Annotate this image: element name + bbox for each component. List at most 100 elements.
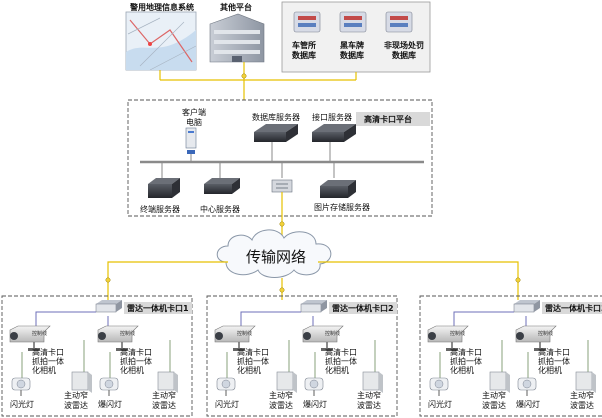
camera-icon <box>214 325 256 351</box>
camera-label-a: 化相机 <box>237 365 261 375</box>
gis-map-icon <box>125 11 197 71</box>
radar-site-1: 控制线 控制线 <box>1 295 193 417</box>
database-icon <box>339 11 367 33</box>
camera-label-b: 高清卡口 <box>325 347 357 357</box>
camera-label-a: 抓拍一体 <box>450 356 482 366</box>
radar-site-2: 控制线 控制线 <box>206 295 398 417</box>
site-box <box>206 295 398 417</box>
control-line-tag: 控制线 <box>538 330 553 337</box>
radar-label: 波雷达 <box>64 400 88 410</box>
camera-label-a: 高清卡口 <box>32 347 64 357</box>
database-icon <box>293 11 321 33</box>
control-line-tag: 控制线 <box>325 330 340 337</box>
strobe-lamp-label: 爆闪灯 <box>303 399 327 409</box>
camera-label-b: 高清卡口 <box>538 347 570 357</box>
if-server-label: 接口服务器 <box>312 112 352 122</box>
radar-label: 波雷达 <box>357 400 381 410</box>
camera-label-b: 化相机 <box>325 365 349 375</box>
camera-label-b: 抓拍一体 <box>325 356 357 366</box>
site-title-bg <box>542 302 602 314</box>
database-server-icon <box>254 124 298 142</box>
link-node <box>241 73 247 79</box>
radar-label: 主动窄 <box>482 390 506 400</box>
platform-title: 高清卡口平台 <box>364 114 412 124</box>
camera-icon <box>9 325 51 351</box>
control-line-tag: 控制线 <box>32 330 47 337</box>
radar-label: 波雷达 <box>152 400 176 410</box>
camera-label-b: 抓拍一体 <box>120 356 152 366</box>
control-line-tag: 控制线 <box>450 330 465 337</box>
cloud-icon <box>216 229 332 278</box>
flash-lamp-icon <box>11 377 31 396</box>
link-node <box>279 221 285 227</box>
control-line-tag: 控制线 <box>237 330 252 337</box>
radar-label: 主动窄 <box>152 390 176 400</box>
center-server-icon <box>204 178 240 194</box>
site-switch-icon <box>300 300 327 313</box>
camera-label-b: 化相机 <box>538 365 562 375</box>
radar-label: 主动窄 <box>269 390 293 400</box>
strobe-lamp-label: 爆闪灯 <box>516 399 540 409</box>
top-links <box>159 62 357 100</box>
radar-icon <box>489 371 510 393</box>
image-storage-server-icon <box>320 180 356 198</box>
client-label-2: 电脑 <box>186 117 202 127</box>
camera-label-b: 高清卡口 <box>120 347 152 357</box>
radar-label: 波雷达 <box>570 400 594 410</box>
db-server-label: 数据库服务器 <box>252 112 300 122</box>
radar-icon <box>362 371 383 393</box>
radar-icon <box>575 371 596 393</box>
camera-label-a: 化相机 <box>32 365 56 375</box>
interface-server-icon <box>312 124 356 142</box>
radar-icon <box>71 371 92 393</box>
radar-site-3: 控制线 控制线 <box>419 295 602 417</box>
client-label-1: 客户端 <box>182 107 206 117</box>
site-title: 雷达一体机卡口3 <box>545 303 602 313</box>
image-server-label: 图片存储服务器 <box>314 202 370 212</box>
flash-lamp-label: 闪光灯 <box>215 399 239 409</box>
platform-box <box>127 99 433 217</box>
flash-lamp-icon <box>216 377 236 396</box>
db2-label-2: 数据库 <box>340 50 364 60</box>
gis-label: 警用地理信息系统 <box>129 2 194 12</box>
site-title-bg <box>329 302 397 314</box>
radar-label: 波雷达 <box>482 400 506 410</box>
site-switch-icon <box>95 300 122 313</box>
site-box <box>1 295 193 417</box>
camera-icon <box>515 325 557 351</box>
sites-group: 控制线控制线雷达一体机卡口1高清卡口抓拍一体化相机高清卡口抓拍一体化相机闪光灯主… <box>1 295 602 417</box>
other-platform-label: 其他平台 <box>220 2 252 12</box>
db3-label-1: 非现场处罚 <box>384 40 424 50</box>
camera-label-a: 抓拍一体 <box>32 356 64 366</box>
site-box <box>419 295 602 417</box>
building-icon <box>209 13 265 63</box>
control-line-tag: 控制线 <box>120 330 135 337</box>
strobe-lamp-label: 爆闪灯 <box>98 399 122 409</box>
link-node <box>105 277 111 283</box>
camera-icon <box>302 325 344 351</box>
camera-label-a: 化相机 <box>450 365 474 375</box>
camera-label-a: 高清卡口 <box>450 347 482 357</box>
platform-title-bg <box>356 112 430 126</box>
flash-lamp-icon <box>304 377 324 396</box>
center-server-label: 中心服务器 <box>200 204 240 214</box>
radar-label: 主动窄 <box>570 390 594 400</box>
camera-icon <box>97 325 139 351</box>
camera-label-b: 化相机 <box>120 365 144 375</box>
radar-label: 波雷达 <box>269 400 293 410</box>
db1-label-1: 车管所 <box>292 40 316 50</box>
camera-label-a: 高清卡口 <box>237 347 269 357</box>
radar-label: 主动窄 <box>64 390 88 400</box>
radar-icon <box>157 371 178 393</box>
camera-icon <box>427 325 469 351</box>
camera-label-b: 抓拍一体 <box>538 356 570 366</box>
site-title-bg <box>124 302 192 314</box>
database-icon <box>385 11 413 33</box>
flash-lamp-icon <box>429 377 449 396</box>
flash-lamp-icon <box>99 377 119 396</box>
radar-label: 主动窄 <box>357 390 381 400</box>
flash-lamp-label: 闪光灯 <box>428 399 452 409</box>
flash-lamp-label: 闪光灯 <box>10 399 34 409</box>
client-computer-icon <box>185 127 197 154</box>
